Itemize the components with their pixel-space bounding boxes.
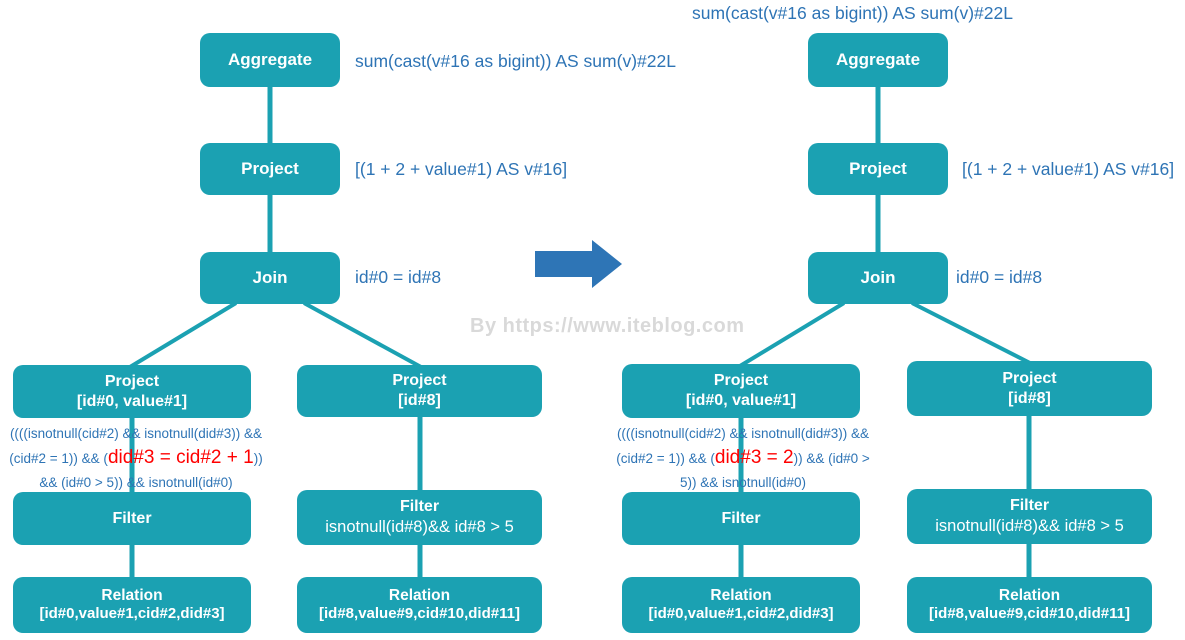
- node-sublabel: [id#0, value#1]: [685, 392, 797, 409]
- node-sublabel: [id#0,value#1,cid#2,did#3]: [648, 605, 834, 623]
- node-label: Project: [713, 372, 769, 390]
- node-label: Project: [1002, 369, 1057, 387]
- watermark: By https://www.iteblog.com: [470, 315, 745, 337]
- left-aggregate-node: Aggregate: [200, 33, 340, 87]
- left-project-id8-node: Project [id#8]: [297, 365, 542, 417]
- node-label: Filter: [112, 509, 152, 527]
- condition-highlight: did#3 = cid#2 + 1: [107, 447, 254, 469]
- right-filter-id8-node: Filter isnotnull(id#8)&& id#8 > 5: [907, 489, 1152, 544]
- right-project-label: Project: [849, 159, 907, 179]
- node-label: Filter: [721, 509, 761, 527]
- right-aggregate-node: Aggregate: [808, 33, 948, 87]
- left-filter-id8-node: Filter isnotnull(id#8)&& id#8 > 5: [297, 490, 542, 545]
- condition-before: ((((isnotnull(cid#2) && isnotnull(did#3)…: [616, 426, 870, 467]
- node-sublabel: [id#8]: [1008, 389, 1051, 407]
- left-project-annotation: [(1 + 2 + value#1) AS v#16]: [355, 159, 568, 179]
- node-sublabel: [id#8,value#9,cid#10,did#11]: [319, 605, 520, 623]
- right-relation-node: Relation [id#0,value#1,cid#2,did#3]: [622, 577, 860, 633]
- node-label: Project: [104, 372, 160, 390]
- node-sublabel: [id#8,value#9,cid#10,did#11]: [929, 605, 1130, 623]
- node-label: Filter: [1009, 497, 1050, 515]
- right-filter-condition: ((((isnotnull(cid#2) && isnotnull(did#3)…: [607, 424, 879, 493]
- right-join-label: Join: [860, 268, 896, 288]
- right-filter-node: Filter: [622, 492, 860, 545]
- right-project-id0-value1-node: Project [id#0, value#1]: [622, 364, 860, 418]
- left-join-label: Join: [252, 268, 288, 288]
- node-sublabel: [id#8]: [398, 392, 441, 409]
- node-label: Relation: [388, 587, 451, 605]
- condition-after: )) && (id#0 > 5)) && isnotnull(id#0): [679, 451, 870, 490]
- node-sublabel: [id#0, value#1]: [76, 392, 188, 410]
- left-project-node: Project: [200, 143, 340, 195]
- node-sublabel: isnotnull(id#8)&& id#8 > 5: [935, 517, 1124, 536]
- right-project-node: Project: [808, 143, 948, 195]
- node-sublabel: isnotnull(id#8)&& id#8 > 5: [325, 518, 514, 537]
- left-aggregate-label: Aggregate: [227, 50, 313, 70]
- condition-highlight: did#3 = 2: [714, 447, 794, 469]
- left-project-label: Project: [241, 159, 299, 179]
- left-filter-condition: ((((isnotnull(cid#2) && isnotnull(did#3)…: [0, 424, 272, 493]
- right-join-node: Join: [808, 252, 948, 304]
- right-relation-id8-node: Relation [id#8,value#9,cid#10,did#11]: [907, 577, 1152, 633]
- left-relation-id8-node: Relation [id#8,value#9,cid#10,did#11]: [297, 577, 542, 633]
- node-label: Project: [392, 372, 447, 390]
- right-aggregate-label: Aggregate: [835, 50, 921, 70]
- connector: [128, 87, 1032, 579]
- left-join-annotation: id#0 = id#8: [355, 267, 442, 287]
- left-relation-node: Relation [id#0,value#1,cid#2,did#3]: [13, 577, 251, 633]
- left-join-node: Join: [200, 252, 340, 304]
- condition-after: )) && (id#0 > 5)) && isnotnull(id#0): [39, 451, 263, 490]
- condition-before: ((((isnotnull(cid#2) && isnotnull(did#3)…: [9, 426, 263, 467]
- right-project-id8-node: Project [id#8]: [907, 361, 1152, 416]
- node-label: Relation: [710, 587, 772, 605]
- node-sublabel: [id#0,value#1,cid#2,did#3]: [39, 605, 225, 623]
- node-label: Relation: [998, 587, 1061, 605]
- node-label: Relation: [101, 587, 163, 605]
- right-aggregate-annotation: sum(cast(v#16 as bigint)) AS sum(v)#22L: [692, 3, 1013, 23]
- right-project-annotation: [(1 + 2 + value#1) AS v#16]: [962, 159, 1175, 179]
- left-aggregate-annotation: sum(cast(v#16 as bigint)) AS sum(v)#22L: [355, 51, 676, 71]
- right-join-annotation: id#0 = id#8: [956, 267, 1043, 287]
- left-filter-node: Filter: [13, 492, 251, 545]
- node-label: Filter: [399, 498, 440, 516]
- left-project-id0-value1-node: Project [id#0, value#1]: [13, 365, 251, 418]
